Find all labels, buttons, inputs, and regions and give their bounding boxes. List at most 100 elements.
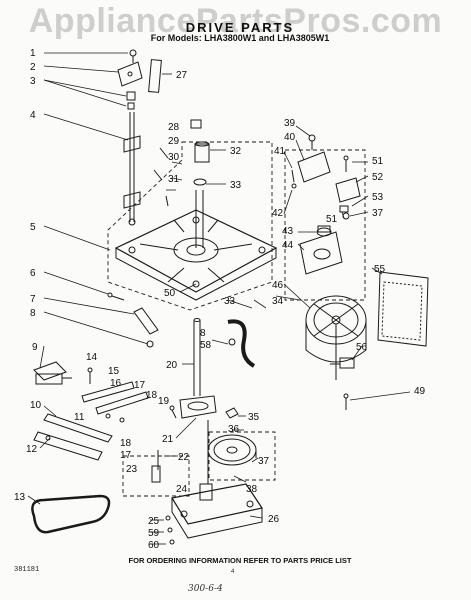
- callout-43: 43: [282, 226, 294, 237]
- callout-18b: 18: [120, 438, 132, 449]
- part-base-5: [114, 190, 278, 301]
- callout-17b: 17: [120, 450, 132, 461]
- callout-37b: 37: [258, 456, 270, 467]
- callout-60: 60: [148, 540, 160, 551]
- callout-8b: 8: [200, 328, 206, 339]
- callout-17: 17: [134, 380, 146, 391]
- callout-16: 16: [110, 378, 122, 389]
- callout-9: 9: [32, 342, 38, 353]
- part-rod-4: [123, 112, 141, 226]
- part-hardware-25-59-60: [165, 515, 175, 545]
- part-sleeve-32: [194, 141, 210, 163]
- callout-52: 52: [372, 172, 384, 183]
- callout-30: 30: [168, 152, 180, 163]
- callout-21: 21: [162, 434, 174, 445]
- part-shaft-20: [193, 318, 201, 396]
- callout-28: 28: [168, 122, 180, 133]
- part-pad-27: [148, 59, 162, 93]
- part-nut-53: [339, 205, 349, 213]
- handwritten-note: 300-6-4: [188, 584, 223, 594]
- part-washer-33: [193, 178, 207, 186]
- callout-24: 24: [176, 484, 188, 495]
- callout-56: 56: [356, 342, 368, 353]
- callout-19: 19: [158, 396, 170, 407]
- callout-15: 15: [108, 366, 120, 377]
- callout-51: 51: [372, 156, 384, 167]
- callout-8: 8: [30, 308, 36, 319]
- diagram-title: DRIVE PARTS: [185, 20, 295, 35]
- callout-46: 46: [272, 280, 284, 291]
- part-nut-28: [190, 119, 202, 129]
- leader-lines: [27, 52, 411, 545]
- diagram-subtitle: For Models: LHA3800W1 and LHA3805W1: [150, 33, 330, 43]
- callout-37: 37: [372, 208, 384, 219]
- callout-55: 55: [374, 264, 386, 275]
- callout-3: 3: [30, 76, 36, 87]
- part-pin-24: [151, 465, 161, 483]
- part-belt-13: [31, 494, 111, 534]
- part-clip-52: [335, 177, 361, 203]
- part-screw-49: [343, 393, 349, 410]
- callout-12: 12: [26, 444, 38, 455]
- callout-23: 23: [126, 464, 138, 475]
- callout-2: 2: [30, 62, 36, 73]
- callout-32: 32: [230, 146, 242, 157]
- callout-58: 58: [200, 340, 212, 351]
- part-screw-51: [343, 155, 349, 172]
- callout-53: 53: [372, 192, 384, 203]
- callout-18: 18: [146, 390, 158, 401]
- part-transmission-26: [171, 420, 263, 539]
- part-housing-21: [179, 395, 217, 419]
- callout-25: 25: [148, 516, 160, 527]
- callout-51b: 51: [326, 214, 338, 225]
- callout-7: 7: [30, 294, 36, 305]
- callout-59: 59: [148, 528, 160, 539]
- part-arm-7: [133, 307, 159, 335]
- callout-4: 4: [30, 110, 36, 121]
- part-58: [228, 338, 236, 346]
- callout-50: 50: [164, 288, 176, 299]
- part-hose-34: [227, 319, 256, 368]
- callout-40: 40: [284, 132, 296, 143]
- callout-35: 35: [248, 412, 260, 423]
- callout-22: 22: [178, 452, 190, 463]
- callout-38: 38: [246, 484, 258, 495]
- part-lever-11: [43, 413, 113, 443]
- callout-44: 44: [282, 240, 294, 251]
- part-screw-39: [308, 134, 316, 150]
- callout-11: 11: [74, 412, 85, 423]
- part-switch-9: [33, 361, 72, 385]
- callout-27: 27: [176, 70, 188, 81]
- callout-6: 6: [30, 268, 36, 279]
- part-37: [342, 212, 350, 220]
- page-number: 4: [231, 569, 235, 575]
- part-pulley-36: [207, 434, 257, 466]
- callout-29: 29: [168, 136, 180, 147]
- callout-5: 5: [30, 222, 36, 233]
- part-bolt-6: [107, 292, 125, 301]
- callout-10: 10: [30, 400, 42, 411]
- callout-14: 14: [86, 352, 98, 363]
- part-bracket-44: [299, 231, 343, 275]
- part-clip-35: [225, 407, 239, 419]
- callout-1: 1: [30, 48, 36, 59]
- part-screw-29-30-31: [153, 147, 169, 207]
- callout-33: 33: [230, 180, 242, 191]
- callout-labels: 1 2 3 4 5 6 7 8 9 10 11 12 13 14 15 16 1…: [14, 48, 426, 551]
- part-panel-55: [377, 271, 429, 347]
- part-capacitor-56: [330, 357, 355, 369]
- part-screw-1: [129, 49, 137, 63]
- callout-33b: 33: [224, 296, 236, 307]
- callout-36: 36: [228, 424, 240, 435]
- callout-42: 42: [272, 208, 284, 219]
- callout-13: 13: [14, 492, 26, 503]
- part-small-hardware-14-19: [81, 367, 177, 423]
- dashed-group-outlines: [107, 141, 366, 497]
- part-motor-46: [305, 295, 367, 380]
- document-code: 381181: [14, 566, 40, 574]
- callout-39: 39: [284, 118, 296, 129]
- callout-20: 20: [166, 360, 178, 371]
- part-bracket-40: [297, 151, 331, 183]
